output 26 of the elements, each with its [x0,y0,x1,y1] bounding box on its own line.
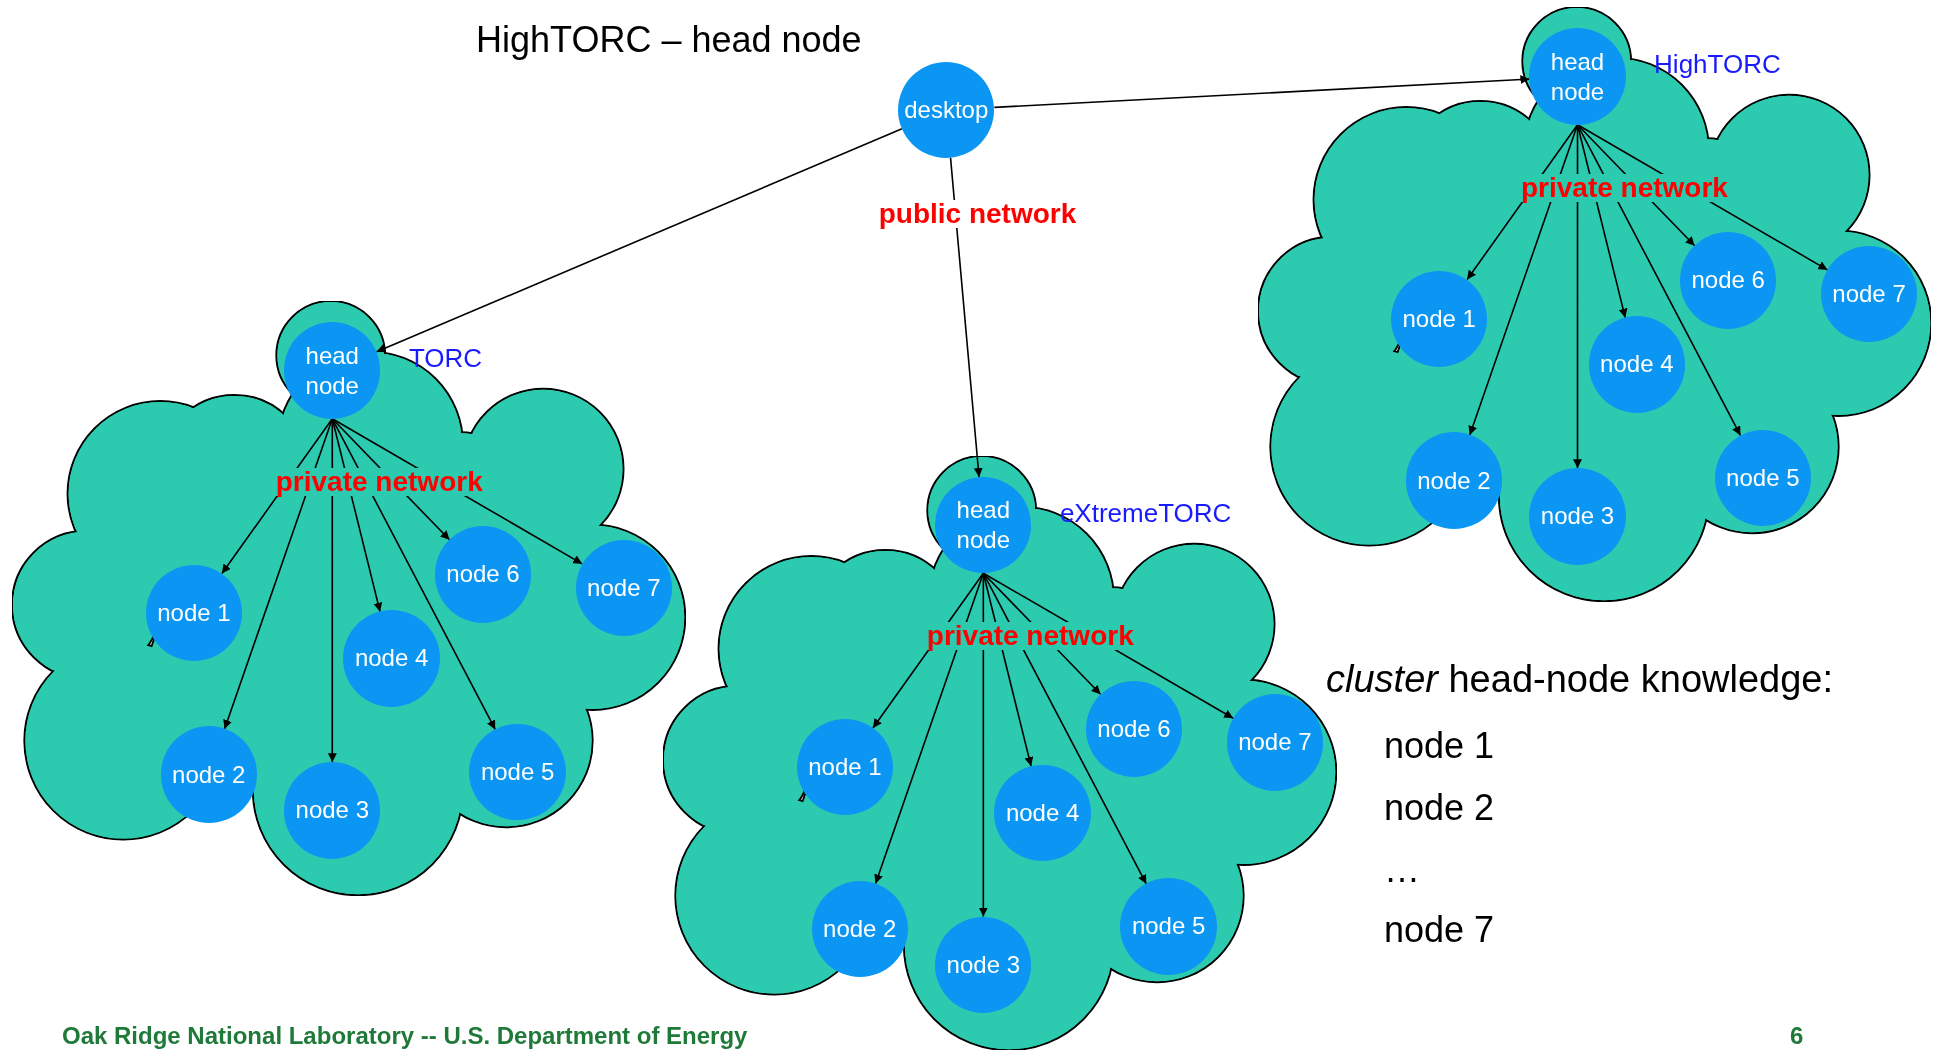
arrow [982,572,1234,720]
arrow [949,157,983,478]
footer-text: Oak Ridge National Laboratory -- U.S. Department of Energy [62,1024,748,1048]
arrow [331,417,451,541]
desktop-node: desktop [898,61,995,159]
arrow [331,417,583,565]
cluster-name: TORC [408,345,483,372]
arrow [993,75,1531,109]
arrow [223,417,334,730]
arrow [982,572,1102,696]
arrow [874,572,985,885]
arrow [1576,123,1696,247]
list-item: … [1384,852,1420,888]
arrow [1466,123,1579,281]
page-number: 6 [1790,1024,1804,1048]
cluster-name: HighTORC [1654,51,1781,78]
slide-title: HighTORC – head node [476,22,862,58]
cluster-name: eXtremeTORC [1059,499,1232,526]
list-item: node 1 [1384,728,1495,764]
arrow [872,572,985,729]
list-item: node 2 [1384,790,1495,826]
list-item: node 7 [1384,912,1495,948]
arrow [375,127,903,353]
arrow [1576,123,1829,271]
arrow [221,417,334,575]
knowledge-heading: cluster head-node knowledge: [1326,660,1833,698]
